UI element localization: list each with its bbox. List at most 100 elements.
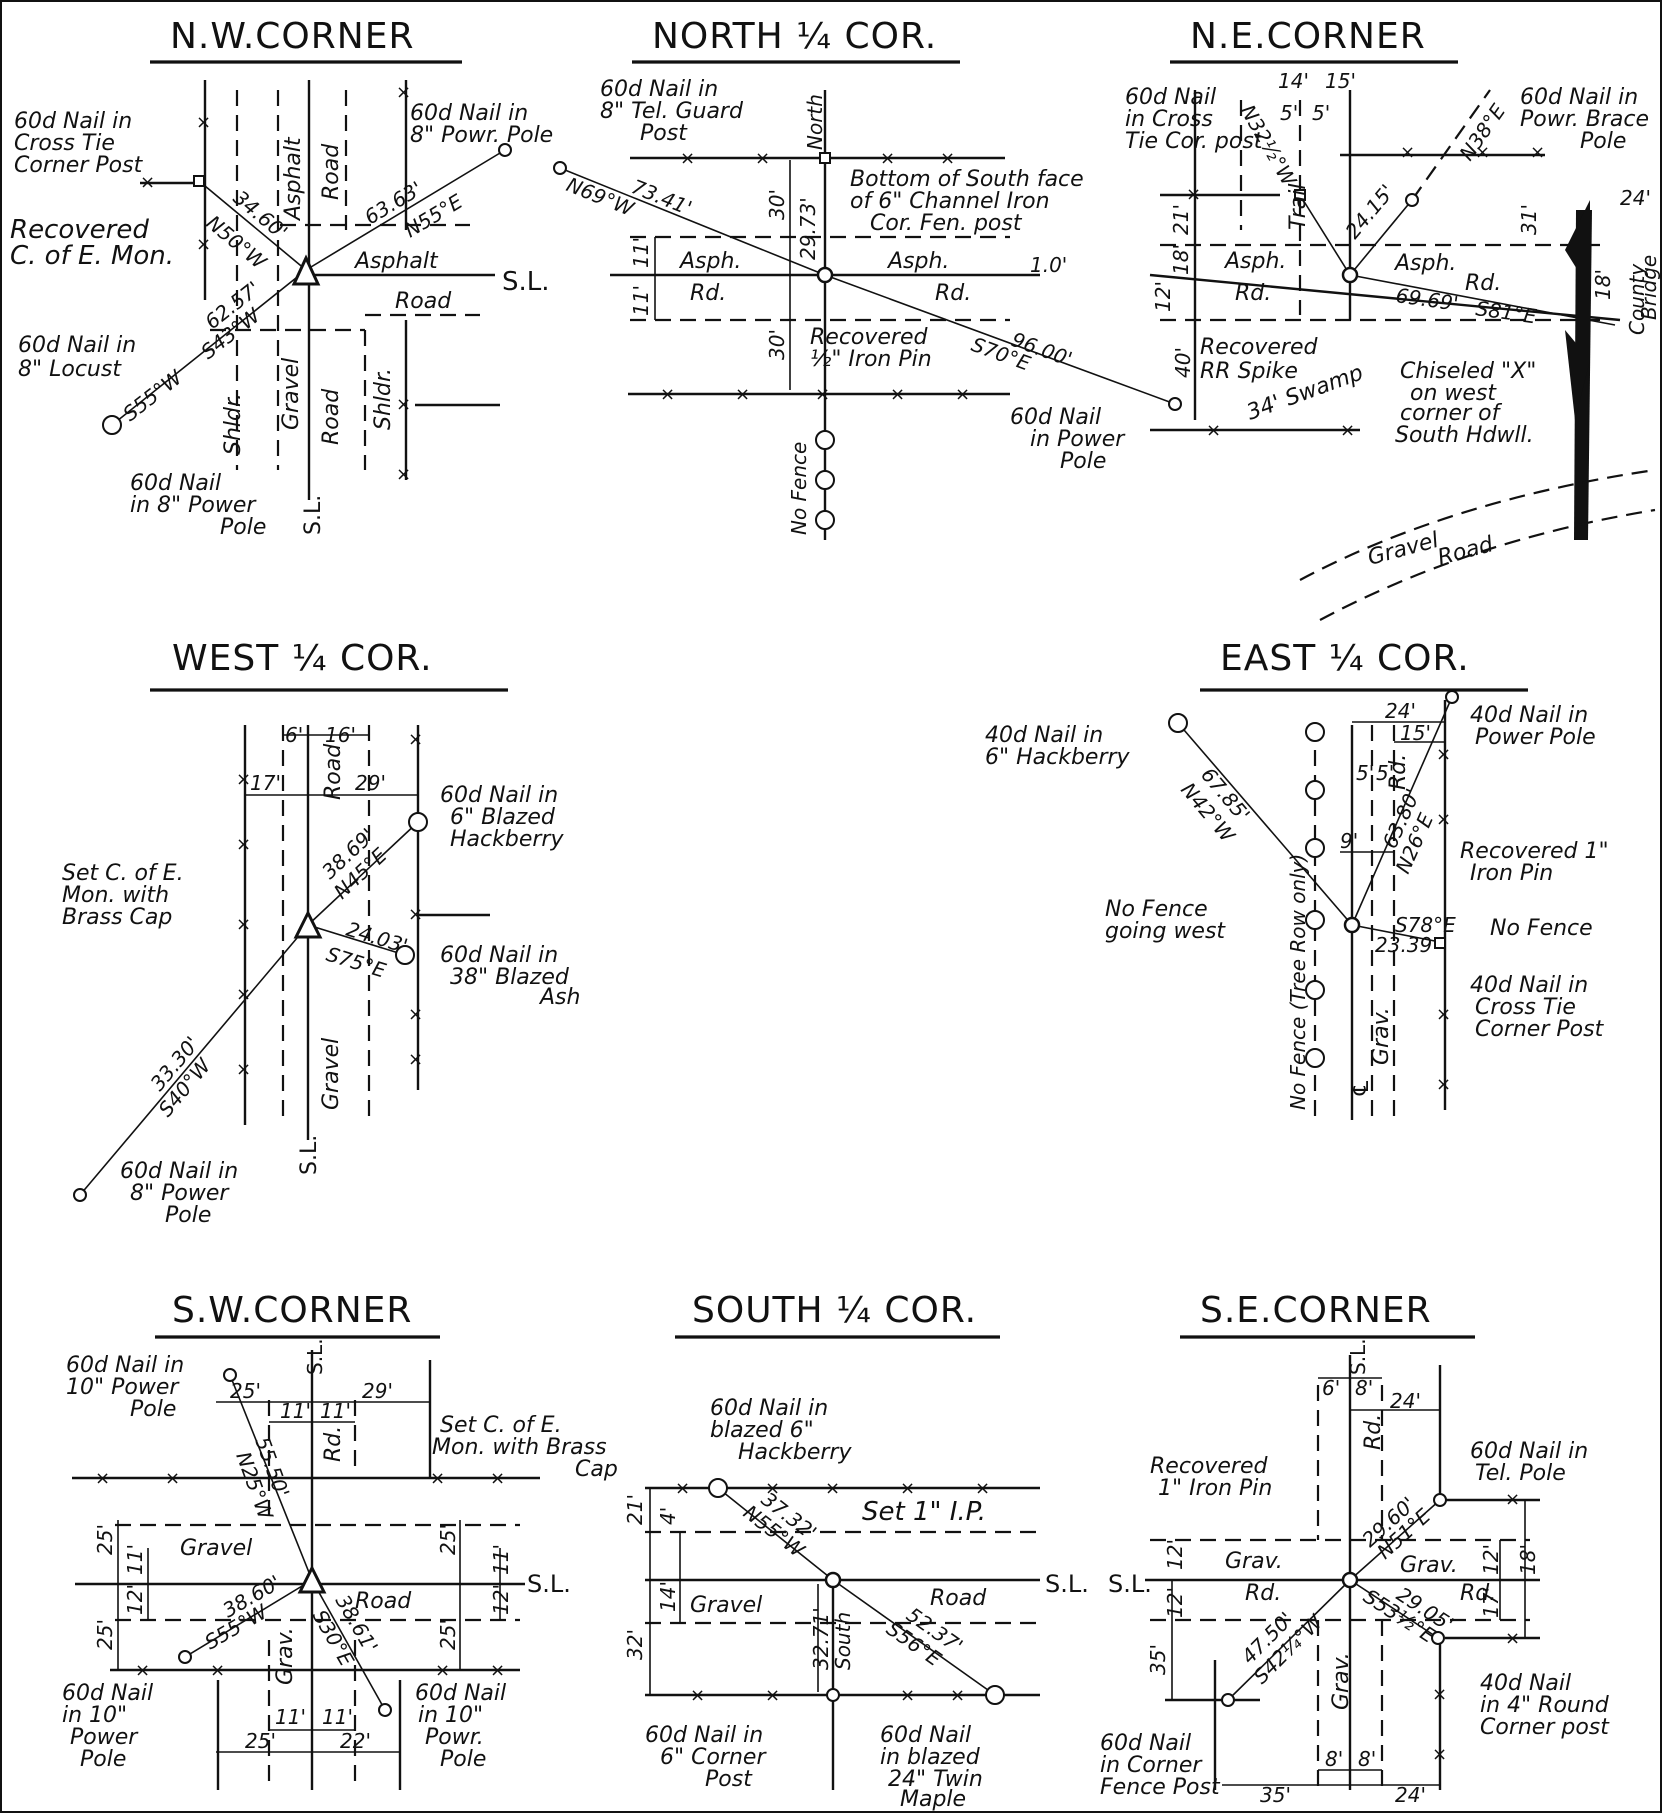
svg-text:in 10": in 10" — [62, 1703, 127, 1728]
svg-text:×: × — [1436, 809, 1451, 830]
svg-text:×: × — [396, 82, 411, 103]
svg-text:Pole: Pole — [1580, 129, 1626, 154]
svg-text:32': 32' — [623, 1629, 647, 1660]
svg-text:No Fence: No Fence — [787, 442, 811, 535]
svg-text:×: × — [135, 1660, 150, 1681]
svg-text:×: × — [680, 148, 695, 169]
svg-text:in Power: in Power — [1030, 427, 1126, 452]
svg-text:×: × — [236, 984, 251, 1005]
svg-text:×: × — [765, 1478, 780, 1499]
svg-text:31': 31' — [1517, 204, 1541, 235]
svg-text:×: × — [900, 1685, 915, 1706]
svg-text:60d Nail in: 60d Nail in — [120, 1159, 238, 1184]
svg-text:×: × — [408, 1049, 423, 1070]
svg-text:×: × — [396, 394, 411, 415]
svg-text:11': 11' — [320, 1399, 351, 1423]
svg-text:×: × — [940, 148, 955, 169]
svg-text:in 8" Power: in 8" Power — [130, 493, 257, 518]
svg-text:×: × — [165, 1468, 180, 1489]
svg-text:Pole: Pole — [130, 1397, 176, 1422]
svg-text:6" Corner: 6" Corner — [660, 1745, 767, 1770]
title-east-quarter: EAST ¼ COR. — [1220, 638, 1470, 679]
svg-text:5': 5' — [1376, 761, 1394, 785]
svg-text:32.71': 32.71' — [809, 1607, 833, 1670]
title-south-quarter: SOUTH ¼ COR. — [692, 1290, 977, 1331]
svg-text:×: × — [1505, 1489, 1520, 1510]
svg-text:Corner post: Corner post — [1480, 1715, 1610, 1740]
svg-text:×: × — [1436, 744, 1451, 765]
svg-text:60d Nail in: 60d Nail in — [18, 333, 136, 358]
svg-text:8': 8' — [1355, 1376, 1373, 1400]
svg-text:12': 12' — [489, 1584, 513, 1615]
svg-text:×: × — [140, 172, 155, 193]
svg-text:Post: Post — [705, 1767, 753, 1792]
svg-text:Asphalt: Asphalt — [353, 249, 439, 274]
svg-text:40d Nail in: 40d Nail in — [1470, 703, 1588, 728]
svg-text:Recovered: Recovered — [1150, 1454, 1269, 1479]
svg-text:25': 25' — [93, 1524, 117, 1555]
svg-text:Rd.: Rd. — [1245, 1581, 1281, 1606]
svg-text:Pole: Pole — [80, 1747, 126, 1772]
svg-text:Recovered: Recovered — [10, 215, 149, 245]
svg-text:S78°E: S78°E — [1395, 913, 1456, 937]
svg-text:Powr. Brace: Powr. Brace — [1520, 107, 1649, 132]
svg-text:40d Nail in: 40d Nail in — [985, 723, 1103, 748]
svg-text:in blazed: in blazed — [880, 1745, 981, 1770]
svg-text:South: South — [831, 1612, 855, 1670]
svg-text:24': 24' — [1385, 699, 1416, 723]
svg-text:8" Power: 8" Power — [130, 1181, 230, 1206]
svg-text:No Fence: No Fence — [1490, 916, 1593, 941]
svg-text:×: × — [755, 148, 770, 169]
svg-text:South Hdwll.: South Hdwll. — [1395, 423, 1534, 448]
svg-text:11': 11' — [629, 285, 653, 316]
svg-text:60d Nail in: 60d Nail in — [710, 1396, 828, 1421]
iron-pin-icon — [824, 1571, 842, 1589]
iron-pin-icon — [816, 266, 834, 284]
svg-text:4': 4' — [656, 1507, 680, 1525]
svg-text:on west: on west — [1410, 381, 1497, 406]
svg-text:Rd.: Rd. — [1386, 754, 1411, 790]
svg-text:Shldr.: Shldr. — [221, 393, 246, 455]
svg-text:S.L.: S.L. — [1045, 1570, 1089, 1598]
svg-text:21': 21' — [623, 1494, 647, 1525]
svg-text:16': 16' — [325, 723, 356, 747]
svg-text:℄: ℄ — [1349, 1078, 1374, 1098]
svg-text:60d Nail in: 60d Nail in — [440, 783, 558, 808]
panel-nw-corner: N.W.CORNER 60d Nail in Cross Tie Corner … — [10, 16, 553, 540]
svg-text:11': 11' — [489, 1544, 513, 1575]
svg-text:Road: Road — [319, 143, 344, 200]
svg-text:9': 9' — [1340, 829, 1358, 853]
svg-text:×: × — [408, 904, 423, 925]
svg-text:×: × — [490, 1468, 505, 1489]
svg-text:corner of: corner of — [1400, 401, 1503, 426]
svg-text:29': 29' — [355, 771, 386, 795]
panel-west-quarter: WEST ¼ COR. Set C. of E. Mon. with Brass… — [62, 638, 580, 1228]
title-sw-corner: S.W.CORNER — [172, 1290, 412, 1331]
svg-text:12': 12' — [1163, 1587, 1187, 1618]
svg-text:Road: Road — [395, 289, 452, 314]
svg-text:Cross Tie: Cross Tie — [1475, 995, 1576, 1020]
svg-text:Tie Cor. post: Tie Cor. post — [1125, 129, 1264, 154]
svg-text:×: × — [660, 384, 675, 405]
svg-text:6" Hackberry: 6" Hackberry — [985, 745, 1131, 770]
svg-text:60d Nail in: 60d Nail in — [1470, 1439, 1588, 1464]
svg-text:Recovered: Recovered — [810, 325, 929, 350]
svg-text:×: × — [196, 112, 211, 133]
svg-text:Power Pole: Power Pole — [1475, 725, 1596, 750]
svg-text:Grav.: Grav. — [1225, 1549, 1283, 1574]
power-pole-icon — [498, 143, 512, 157]
svg-text:in Cross: in Cross — [1125, 107, 1213, 132]
svg-text:6': 6' — [1322, 1376, 1340, 1400]
section-line — [1149, 273, 1621, 322]
svg-text:15': 15' — [1325, 69, 1356, 93]
svg-text:Rd.: Rd. — [1361, 1414, 1386, 1450]
svg-text:Rd.: Rd. — [321, 1426, 346, 1462]
svg-text:30': 30' — [765, 189, 789, 220]
svg-text:17': 17' — [1479, 1587, 1503, 1618]
svg-text:Chiseled "X": Chiseled "X" — [1400, 359, 1536, 384]
svg-text:×: × — [1432, 1744, 1447, 1765]
set-monument-icon — [293, 909, 323, 939]
svg-text:×: × — [890, 384, 905, 405]
svg-text:Fence Post: Fence Post — [1100, 1775, 1221, 1800]
svg-text:6" Blazed: 6" Blazed — [450, 805, 556, 830]
